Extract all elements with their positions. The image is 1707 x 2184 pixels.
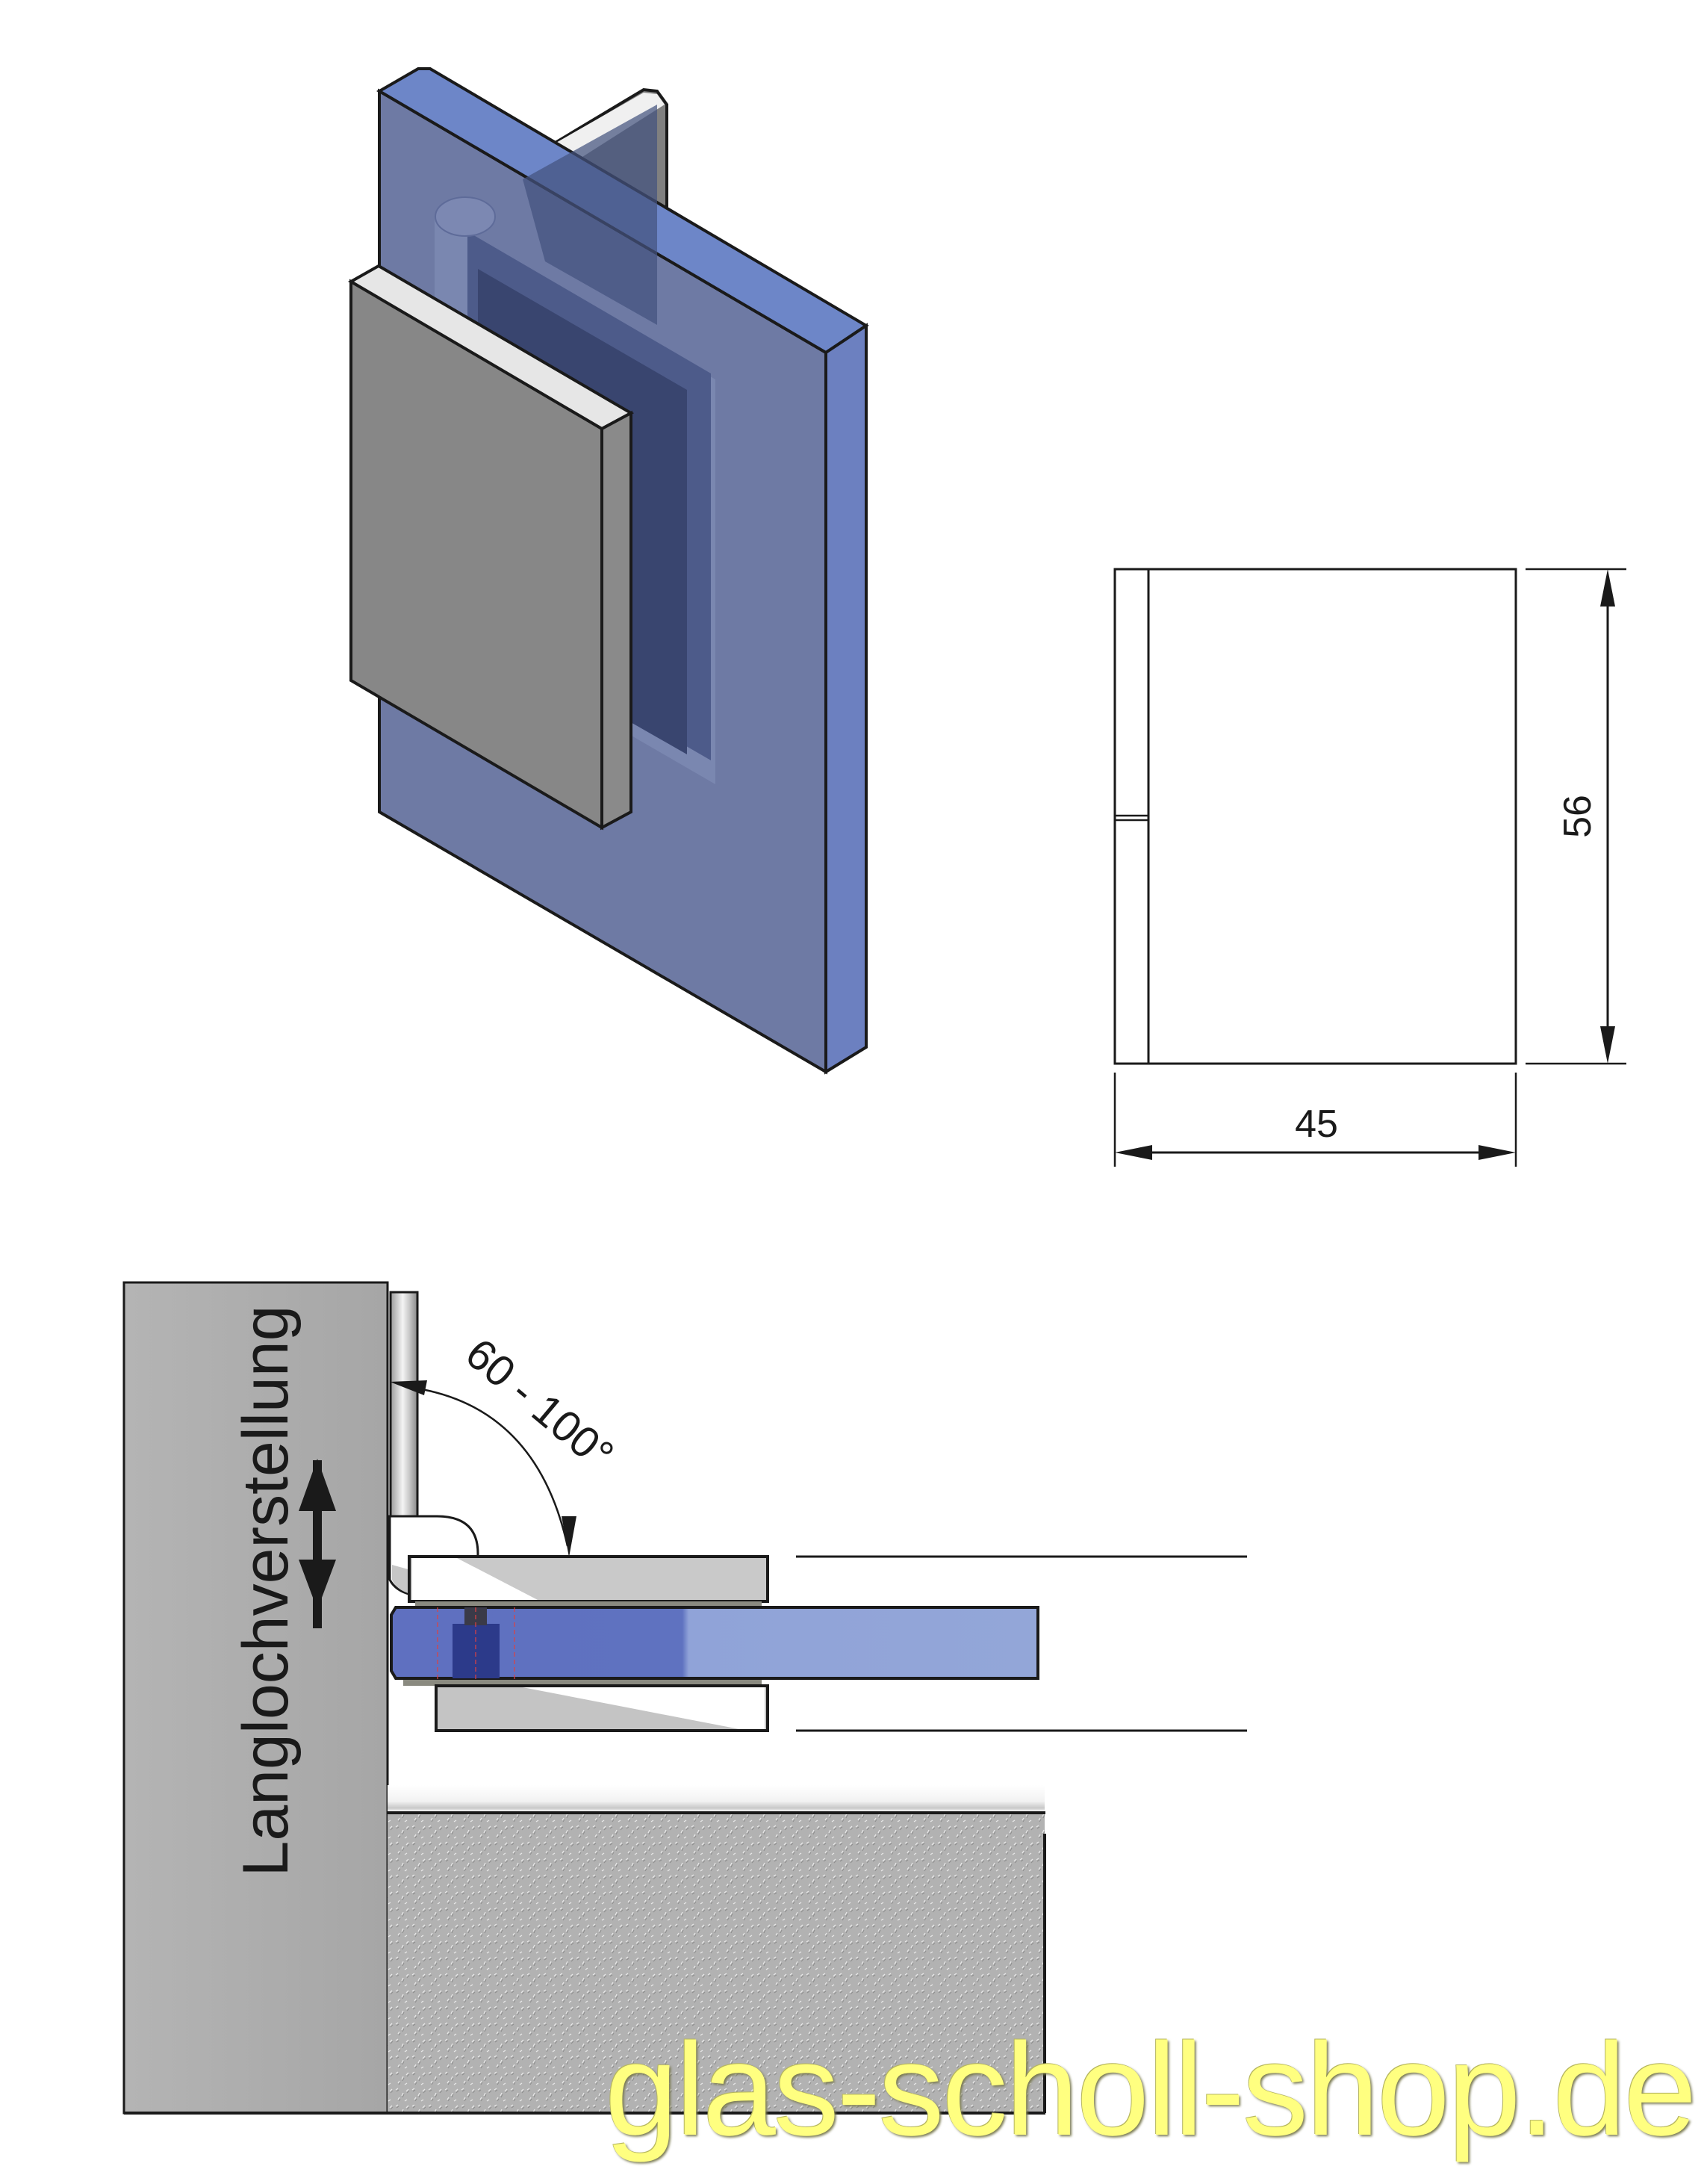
- section-view: Langlochverstellung 60 - 100°: [122, 1281, 1247, 2115]
- wall: [122, 1281, 389, 2115]
- height-label: 56: [1556, 795, 1599, 838]
- watermark-text: glas-scholl-shop.de: [605, 2017, 1697, 2163]
- adjustment-label: Langlochverstellung: [230, 1306, 302, 1877]
- width-label: 45: [1295, 1102, 1338, 1146]
- angle-arc: [421, 1388, 569, 1547]
- gasket-bottom: [403, 1680, 762, 1686]
- height-dimension: 56: [1526, 568, 1626, 1065]
- floor-block: [388, 1814, 1045, 2113]
- arrow-right-icon: [1479, 1145, 1516, 1160]
- arrow-up-icon: [1600, 569, 1615, 607]
- glass-section: [390, 1606, 1039, 1681]
- front-view: 56 45: [1113, 568, 1626, 1167]
- angle-label: 60 - 100°: [456, 1329, 623, 1480]
- floor-edge: [388, 1785, 1045, 1812]
- angle-arrow-start-icon: [390, 1380, 427, 1395]
- arrow-down-icon: [1600, 1026, 1615, 1064]
- front-clamp-plate: [347, 264, 635, 831]
- double-arrow-icon: [299, 1459, 336, 1628]
- isometric-view: [347, 67, 869, 1075]
- lower-clamp-plate: [435, 1684, 769, 1732]
- arrow-left-icon: [1115, 1145, 1152, 1160]
- hinge-pin: [389, 1291, 419, 1521]
- angle-arrow-end-icon: [562, 1516, 576, 1557]
- gasket-top: [415, 1601, 762, 1607]
- width-dimension: 45: [1113, 1073, 1517, 1167]
- upper-clamp-plate: [408, 1555, 769, 1603]
